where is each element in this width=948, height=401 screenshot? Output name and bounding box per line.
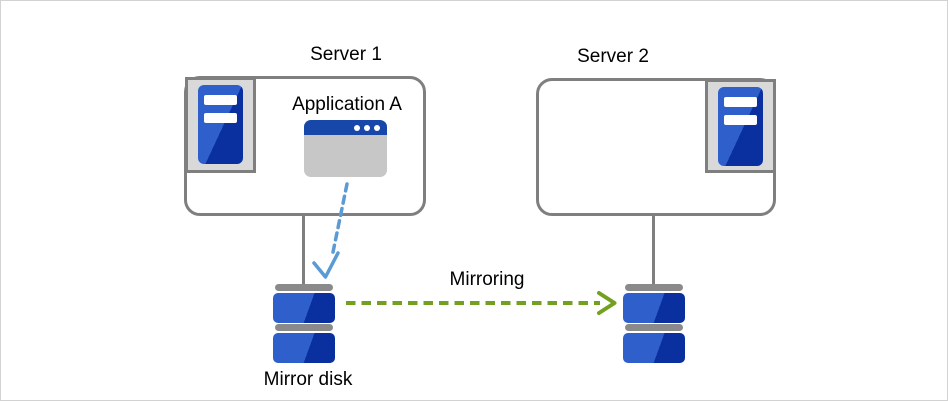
mirror-disk-right-icon [623, 284, 685, 364]
server-tower-icon [198, 85, 243, 164]
window-dot [364, 125, 370, 131]
tower-slot [204, 95, 237, 105]
disk-cap [275, 324, 333, 331]
disk-unit [273, 284, 335, 324]
server2-title: Server 2 [577, 46, 649, 67]
tower-slot [204, 113, 237, 123]
server2-tower-panel [705, 79, 776, 173]
window-dots-icon [354, 125, 380, 131]
mirroring-label: Mirroring [449, 269, 525, 290]
disk-unit [623, 324, 685, 364]
server1-tower-panel [185, 77, 256, 173]
server1-disk-connector [302, 214, 305, 286]
disk-unit [623, 284, 685, 324]
mirror-disk-label: Mirror disk [263, 369, 353, 390]
disk-cap [625, 284, 683, 291]
application-label: Application A [292, 94, 402, 115]
mirror-disk-left-icon [273, 284, 335, 364]
window-dot [374, 125, 380, 131]
server-tower-icon [718, 87, 763, 166]
window-titlebar [304, 120, 387, 135]
window-dot [354, 125, 360, 131]
disk-unit [273, 324, 335, 364]
server1-title: Server 1 [310, 44, 382, 65]
server2-disk-connector [652, 214, 655, 286]
application-window-icon [304, 120, 387, 177]
disk-cap [625, 324, 683, 331]
disk-body [623, 333, 685, 363]
tower-slot [724, 97, 757, 107]
disk-body [623, 293, 685, 323]
mirroring-arrow [346, 291, 617, 315]
disk-body [273, 333, 335, 363]
disk-cap [275, 284, 333, 291]
tower-slot [724, 115, 757, 125]
disk-body [273, 293, 335, 323]
